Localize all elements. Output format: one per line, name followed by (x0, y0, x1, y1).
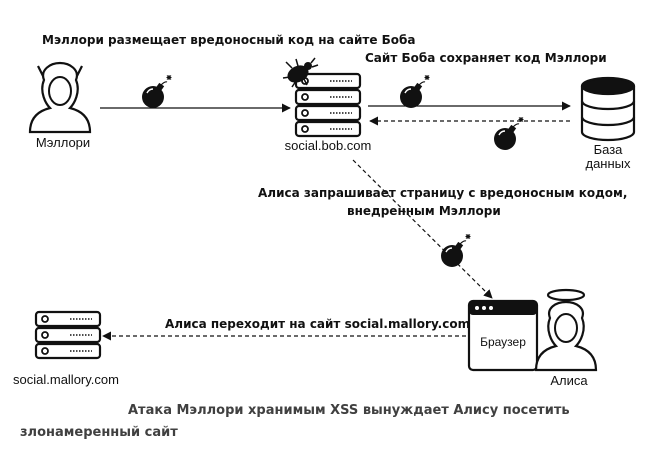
mallory-label: Мэллори (36, 135, 90, 150)
figure-caption: Атака Мэллори хранимым XSS вынуждает Али… (0, 400, 665, 444)
alice-figure (534, 288, 598, 372)
caption-line1: Атака Мэллори хранимым XSS вынуждает Али… (128, 403, 570, 418)
mallory-server-label: social.mallory.com (13, 372, 119, 387)
database-icon (580, 76, 636, 142)
mallory-action-label: Мэллори размещает вредоносный код на сай… (42, 33, 416, 47)
browser-icon (467, 299, 539, 372)
bob-server-label: social.bob.com (285, 138, 372, 153)
arrow-bob-to-browser (352, 159, 493, 299)
bug-icon (282, 57, 319, 88)
bomb-icon (141, 74, 173, 109)
alice-visits-label: Алиса переходит на сайт social.mallory.c… (165, 317, 470, 331)
database-label-line2: данных (585, 156, 631, 171)
alice-requests-label-line2: внедренным Мэллори (347, 204, 501, 218)
bob-saves-label: Сайт Боба сохраняет код Мэллори (365, 51, 607, 65)
alice-label: Алиса (550, 373, 588, 388)
bomb-icon (399, 74, 431, 109)
bomb-icon (440, 233, 472, 268)
mallory-server-icon (34, 310, 102, 360)
bomb-icon (493, 116, 525, 151)
mallory-figure (28, 61, 92, 134)
browser-label: Браузер (480, 335, 526, 349)
alice-requests-label-line1: Алиса запрашивает страницу с вредоносным… (258, 186, 627, 200)
database-label-line1: База (594, 142, 624, 157)
caption-line2: злонамеренный сайт (20, 425, 178, 440)
